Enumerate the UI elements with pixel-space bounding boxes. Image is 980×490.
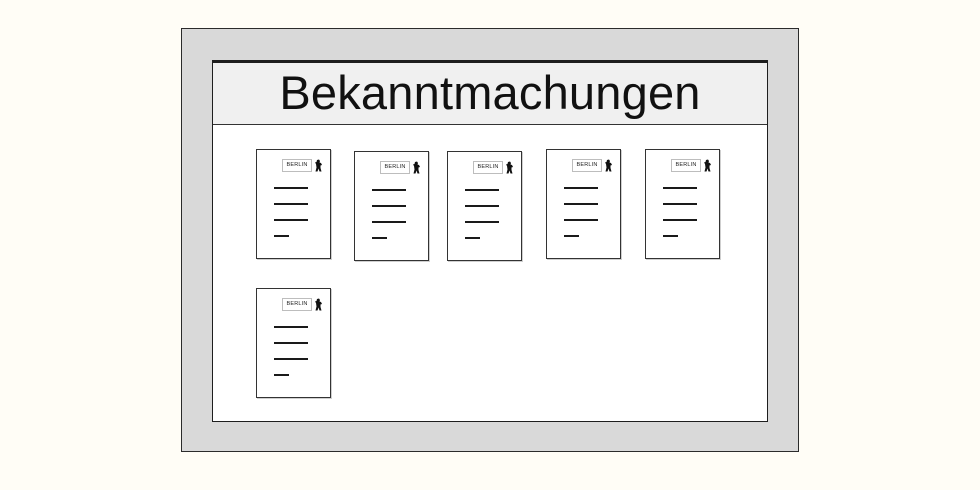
berlin-bear-icon [506, 161, 513, 174]
text-line [663, 235, 678, 237]
text-line [465, 189, 499, 191]
berlin-bear-icon [315, 298, 322, 311]
berlin-logo-text: BERLIN [572, 159, 602, 172]
notice-document: BERLIN [256, 288, 331, 398]
board-header: Bekanntmachungen [213, 61, 767, 125]
berlin-logo-text: BERLIN [671, 159, 701, 172]
text-line [663, 187, 697, 189]
text-line [274, 342, 308, 344]
text-line [564, 187, 598, 189]
text-line [564, 203, 598, 205]
text-line [274, 203, 308, 205]
berlin-logo-text: BERLIN [473, 161, 503, 174]
notice-document: BERLIN [546, 149, 621, 259]
text-line [274, 219, 308, 221]
board-title: Bekanntmachungen [279, 66, 701, 119]
text-line [564, 235, 579, 237]
notice-document: BERLIN [354, 151, 429, 261]
text-line [465, 221, 499, 223]
berlin-bear-icon [605, 159, 612, 172]
text-line [274, 374, 289, 376]
text-line [465, 205, 499, 207]
berlin-bear-icon [315, 159, 322, 172]
notice-document: BERLIN [645, 149, 720, 259]
notice-board-frame: Bekanntmachungen BERLIN BERLIN BERLIN [181, 28, 799, 452]
notice-board: Bekanntmachungen BERLIN BERLIN BERLIN [212, 60, 768, 422]
berlin-bear-icon [704, 159, 711, 172]
text-line [274, 187, 308, 189]
berlin-logo-text: BERLIN [282, 159, 312, 172]
berlin-logo-text: BERLIN [380, 161, 410, 174]
notice-document: BERLIN [256, 149, 331, 259]
text-line [274, 358, 308, 360]
text-line [372, 237, 387, 239]
text-line [663, 203, 697, 205]
text-line [663, 219, 697, 221]
text-line [372, 189, 406, 191]
berlin-bear-icon [413, 161, 420, 174]
text-line [564, 219, 598, 221]
text-line [465, 237, 480, 239]
text-line [372, 221, 406, 223]
text-line [372, 205, 406, 207]
text-line [274, 235, 289, 237]
text-line [274, 326, 308, 328]
berlin-logo-text: BERLIN [282, 298, 312, 311]
notice-document: BERLIN [447, 151, 522, 261]
